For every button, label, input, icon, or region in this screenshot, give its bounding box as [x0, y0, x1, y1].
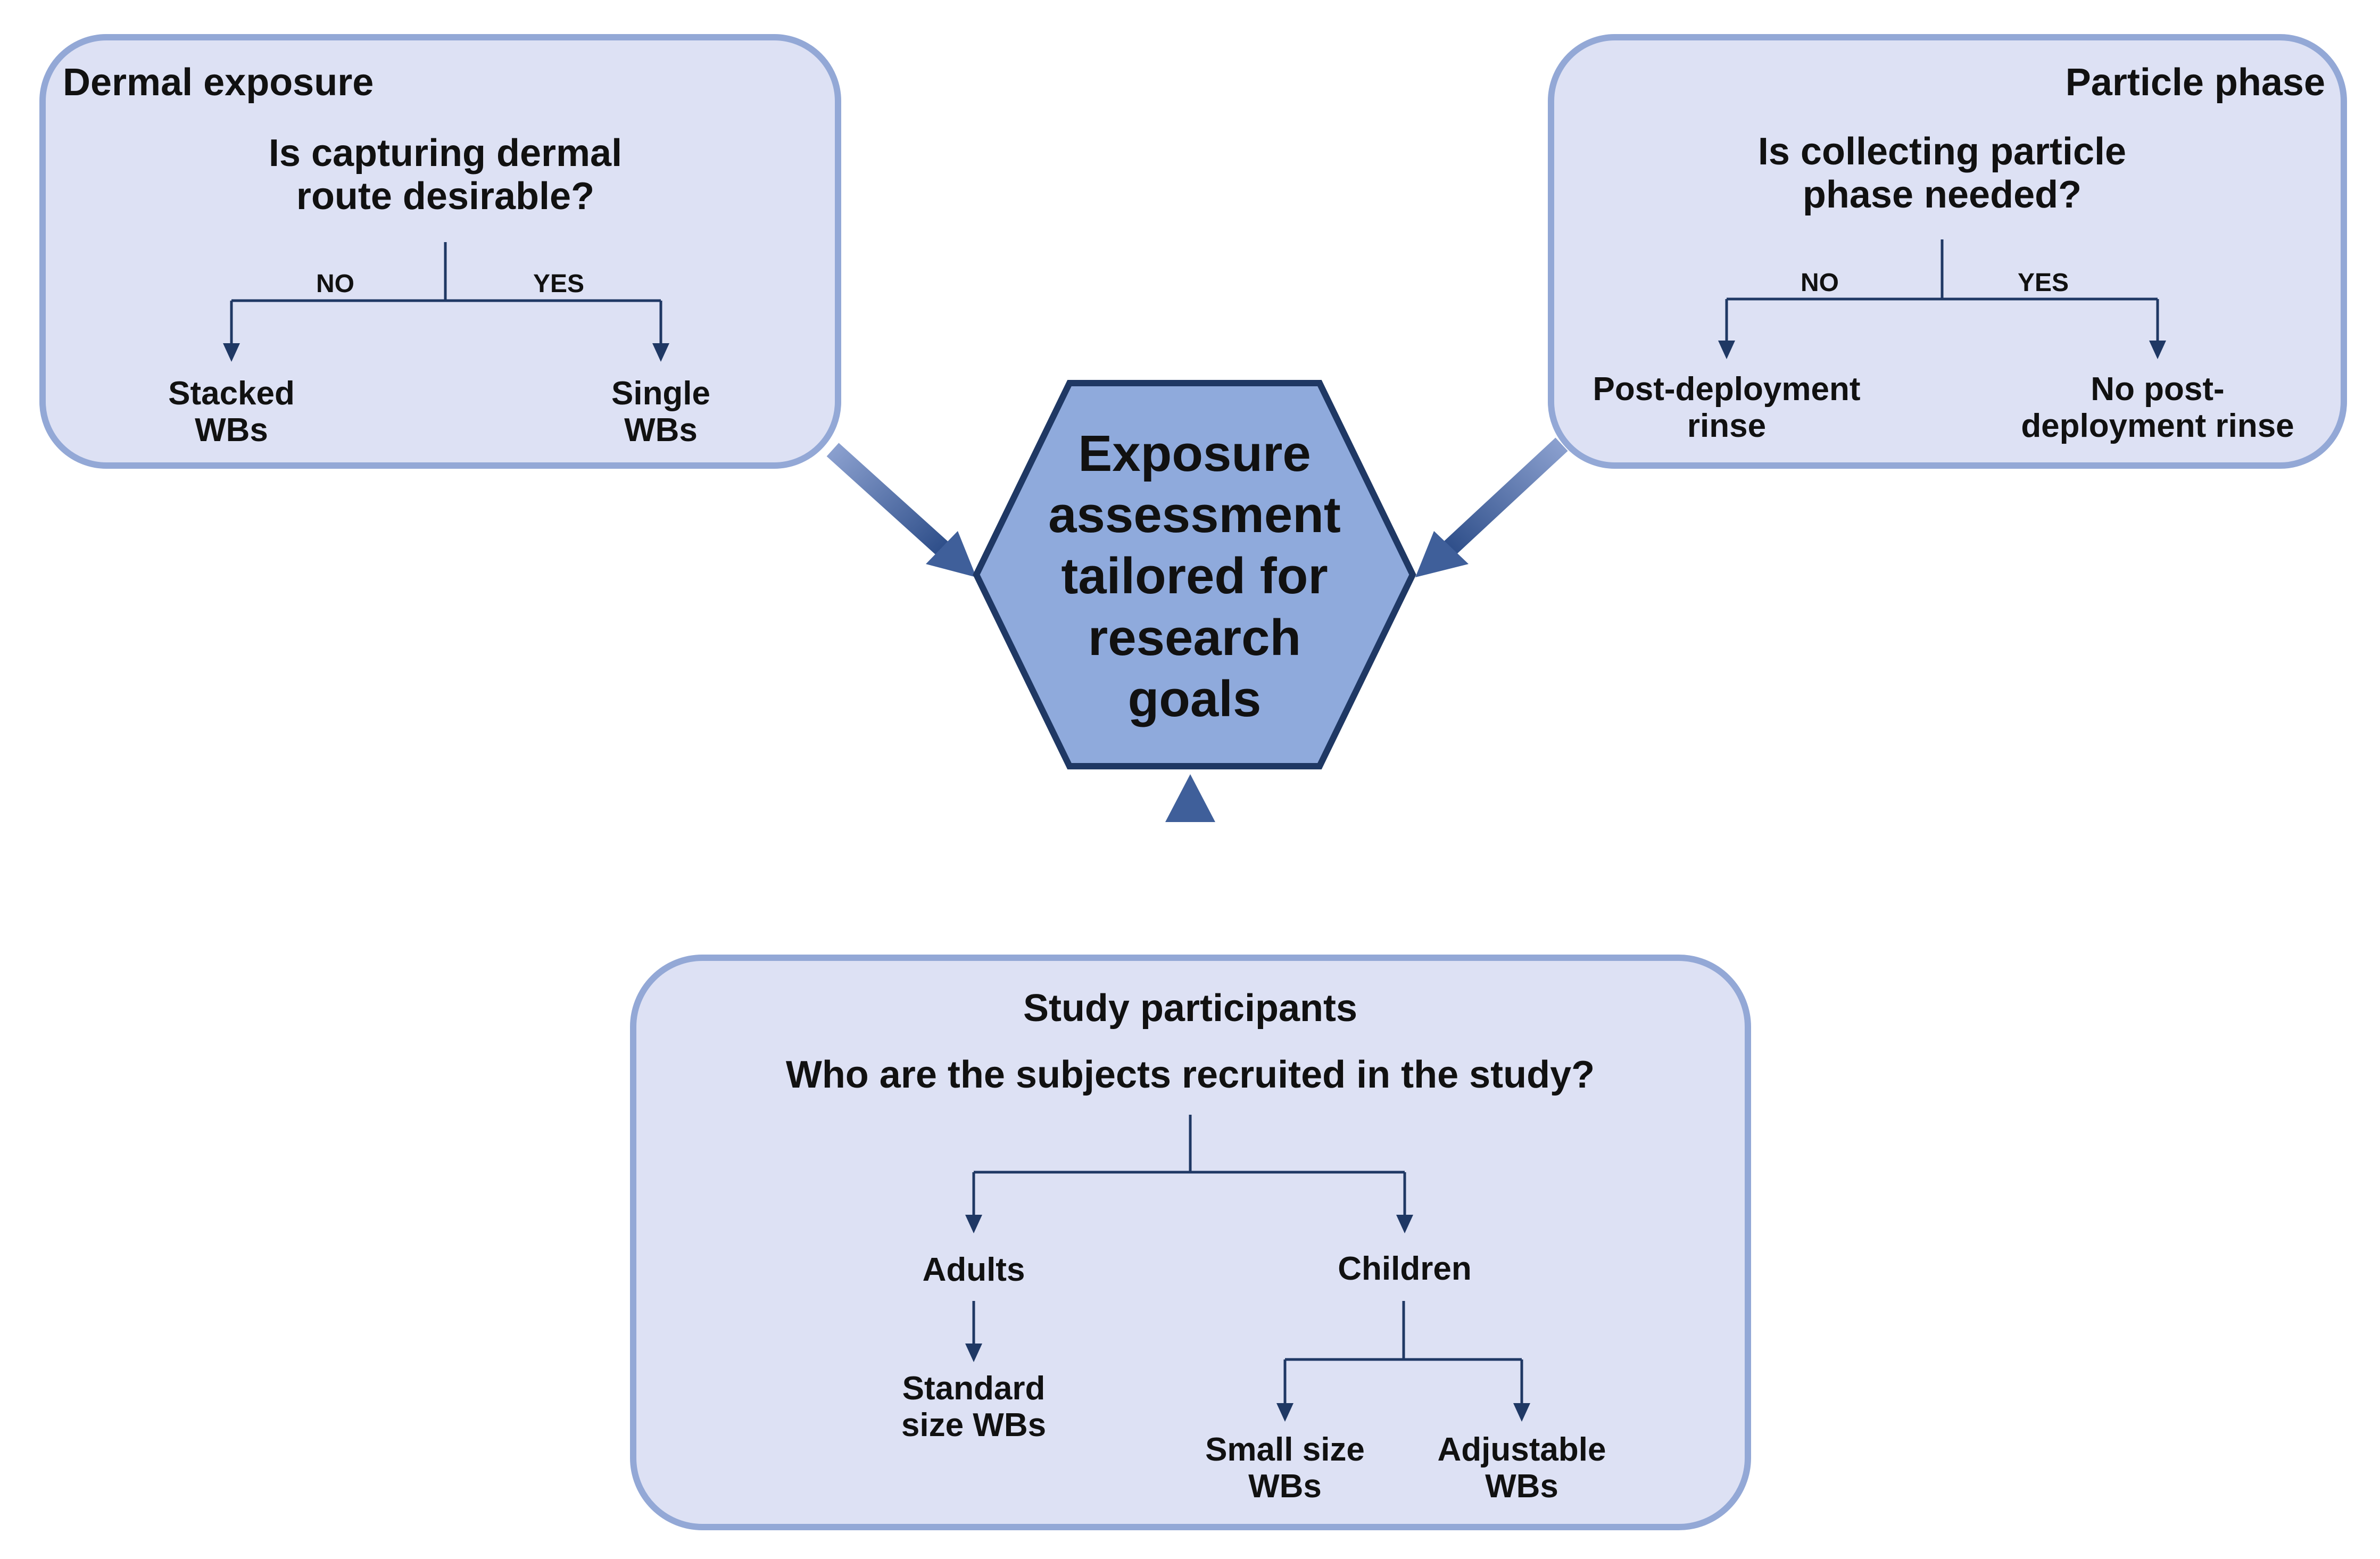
particle-yes-arrowhead — [2149, 341, 2166, 359]
participants-panel — [630, 955, 1751, 1530]
particle-question: Is collecting particle phase needed? — [1757, 130, 2127, 216]
particle-no-arrowhead — [1718, 341, 1735, 359]
arrow-participants-to-center — [1165, 774, 1215, 955]
dermal-no-label: NO — [316, 270, 354, 298]
dermal-yes-label: YES — [533, 270, 585, 298]
participants-tree-connectors — [972, 1115, 1523, 1405]
children-label: Children — [1338, 1250, 1472, 1287]
center-hexagon — [973, 380, 1416, 769]
small-size-outcome: Small size WBs — [1205, 1431, 1365, 1505]
center-label: Exposure assessment tailored for researc… — [1048, 425, 1341, 727]
dermal-question: Is capturing dermal route desirable? — [268, 132, 623, 218]
dermal-no-arrowhead — [223, 343, 240, 362]
particle-panel — [1548, 34, 2347, 469]
particle-tree-connectors — [1725, 239, 2159, 343]
participants-question: Who are the subjects recruited in the st… — [785, 1054, 1595, 1096]
dermal-no-outcome: Stacked WBs — [168, 375, 295, 449]
adults-label: Adults — [922, 1251, 1025, 1288]
dermal-yes-arrowhead — [652, 343, 669, 362]
children-arrowhead — [1396, 1215, 1413, 1233]
particle-yes-label: YES — [2017, 269, 2069, 297]
adjustable-outcome: Adjustable WBs — [1437, 1431, 1606, 1505]
adjustable-arrowhead — [1513, 1403, 1530, 1422]
small-size-arrowhead — [1276, 1403, 1293, 1422]
dermal-panel — [39, 34, 841, 469]
arrow-particle-to-center — [1415, 437, 1568, 577]
particle-yes-outcome: No post- deployment rinse — [2021, 371, 2294, 445]
participants-title: Study participants — [1023, 987, 1358, 1030]
standard-size-outcome: Standard size WBs — [901, 1370, 1047, 1444]
arrow-dermal-to-center — [826, 443, 976, 577]
particle-no-outcome: Post-deployment rinse — [1593, 371, 1861, 445]
dermal-tree-connectors — [230, 242, 662, 346]
dermal-yes-outcome: Single WBs — [611, 375, 711, 449]
adults-arrowhead — [965, 1215, 982, 1233]
dermal-title: Dermal exposure — [63, 61, 374, 104]
standard-size-arrowhead — [965, 1344, 982, 1362]
particle-title: Particle phase — [2065, 61, 2325, 104]
particle-no-label: NO — [1801, 269, 1839, 297]
